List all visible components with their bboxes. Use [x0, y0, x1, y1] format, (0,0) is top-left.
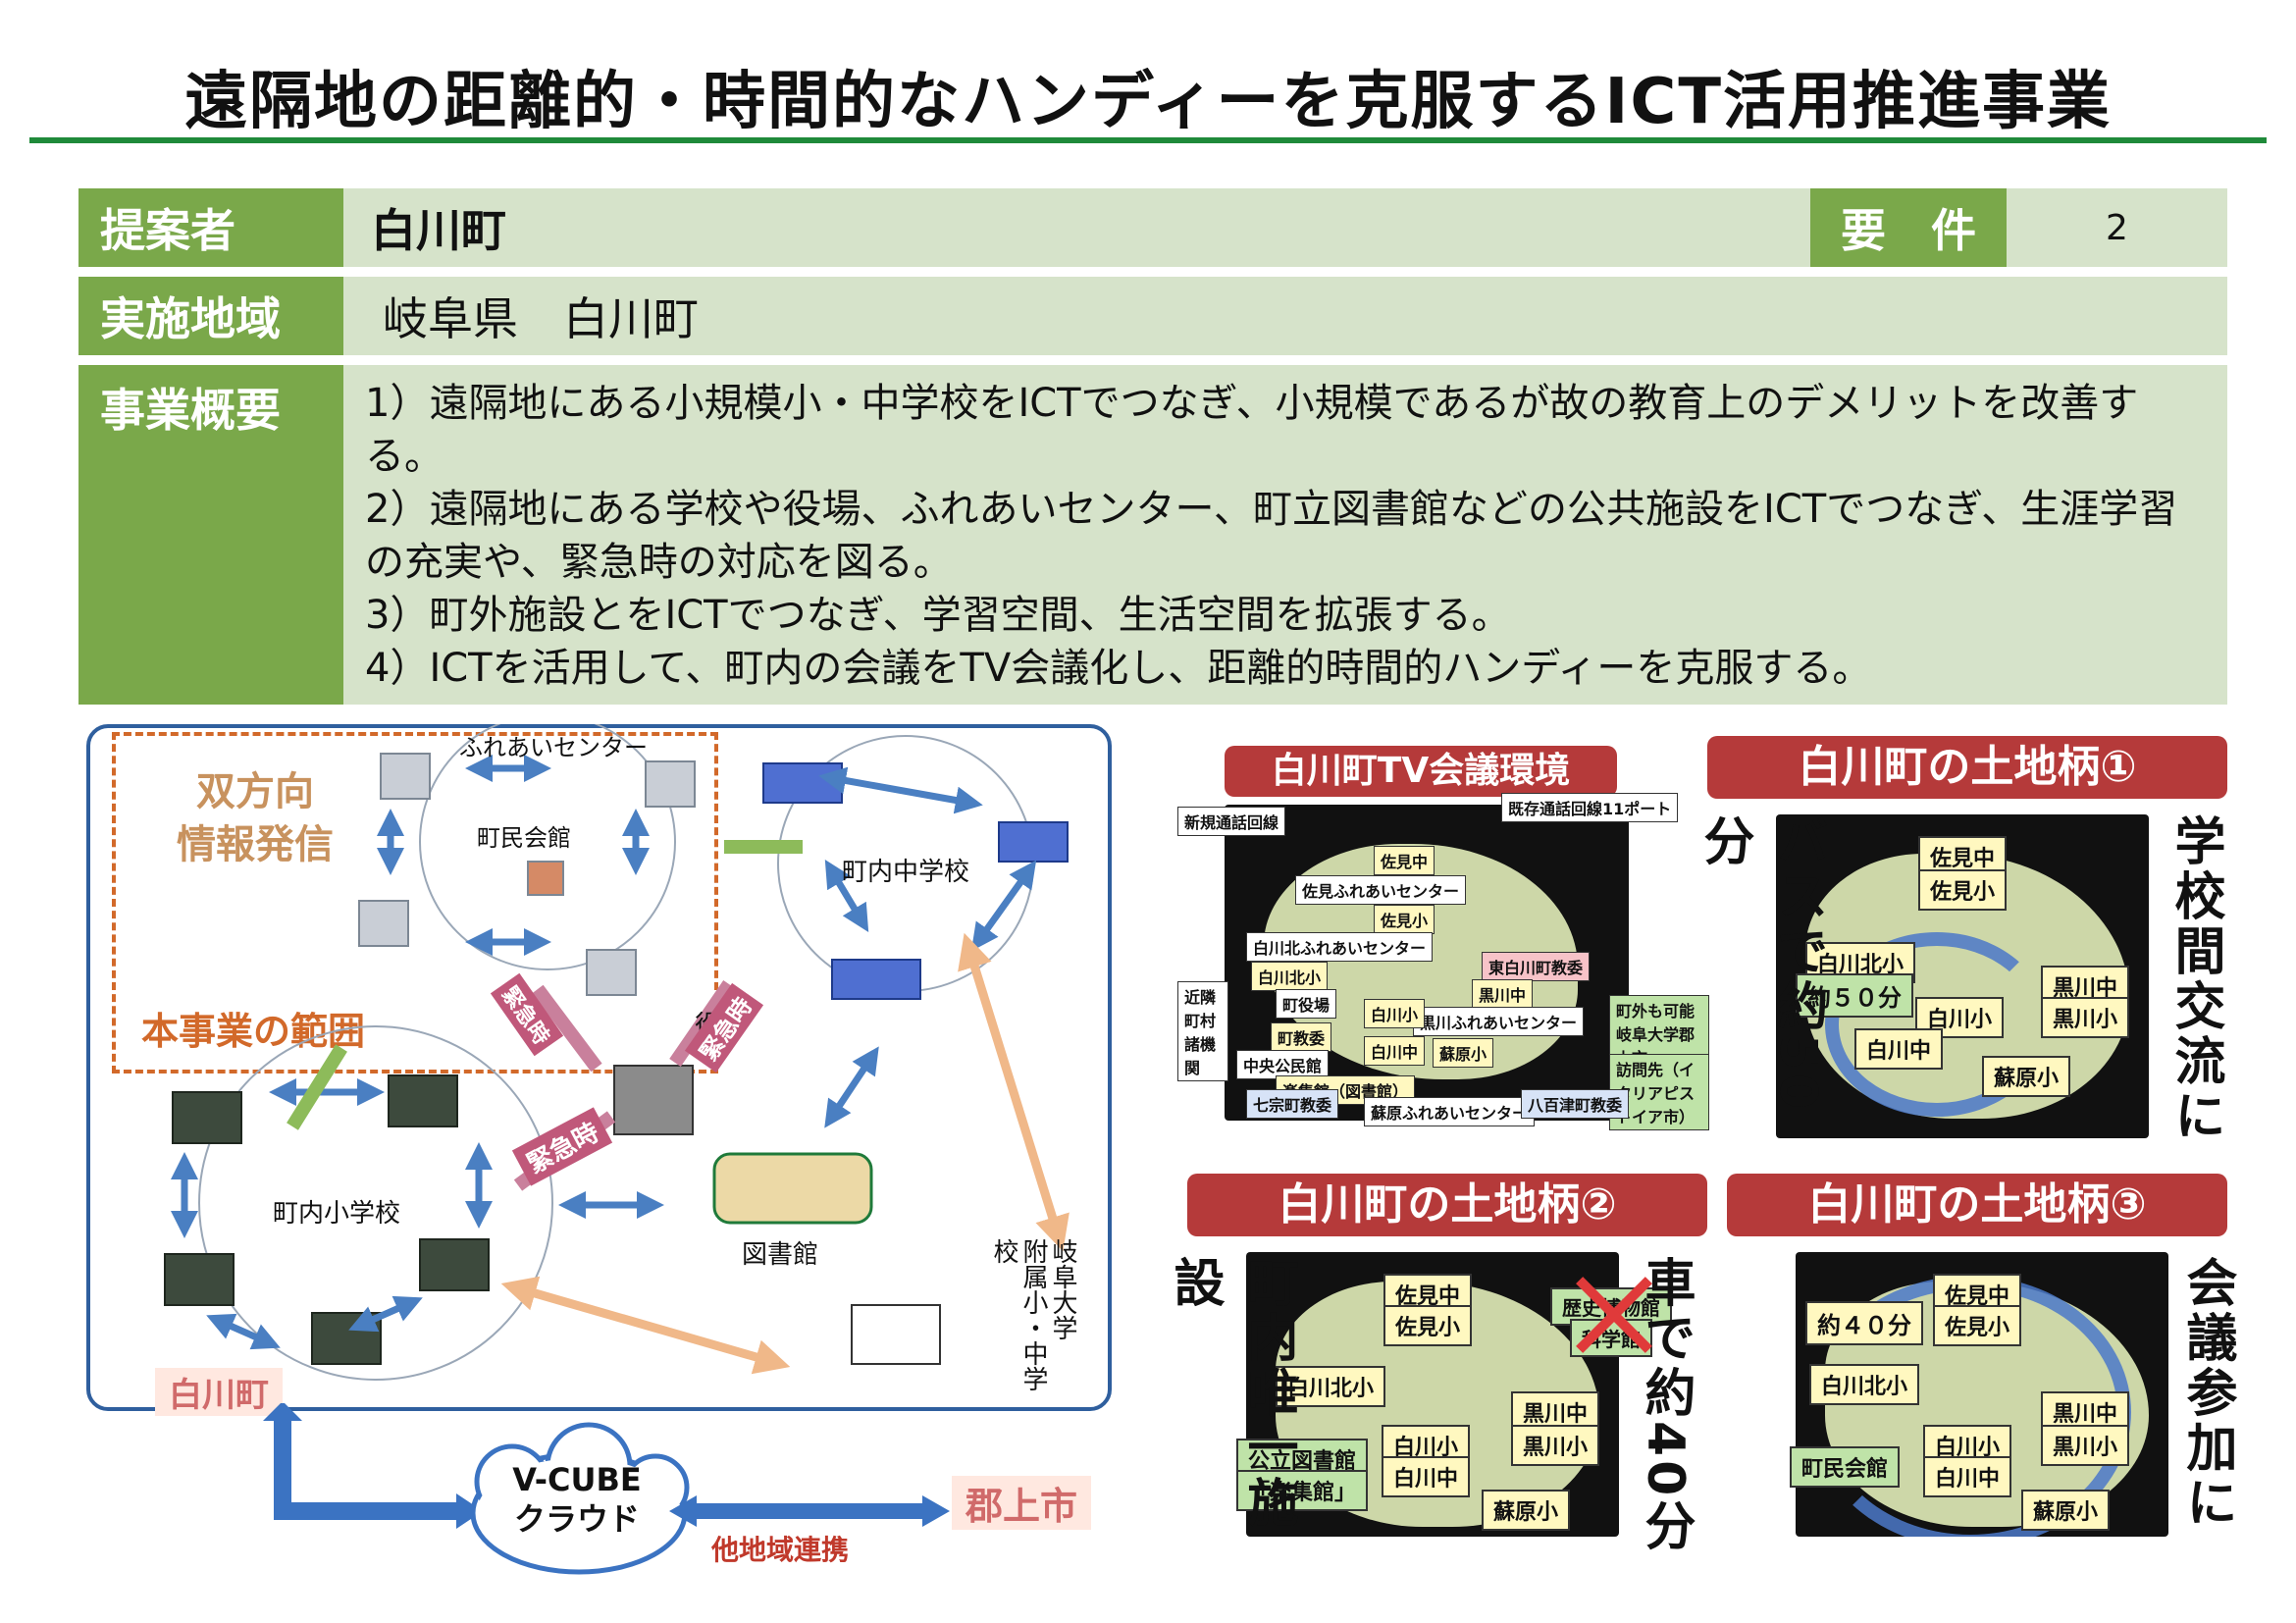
tv-label-sami-es: 佐見小	[1374, 905, 1435, 934]
tv-label-hichiso: 七宗町教委	[1246, 1089, 1339, 1119]
tv-label-existing-line: 既存通話回線11ポート	[1501, 793, 1679, 822]
tv-label-kurokawa-jhs: 黒川中	[1472, 979, 1534, 1009]
tv-panel-header: 白川町TV会議環境	[1225, 746, 1617, 797]
p1-label-travel-time: 約５０分	[1796, 973, 1913, 1018]
p2-label-kurokawa-es: 黒川小	[1511, 1425, 1600, 1466]
tv-label-sami-center: 佐見ふれあいセンター	[1295, 875, 1467, 905]
overview-item-2: 2）遠隔地にある学校や役場、ふれあいセンター、町立図書館などの公共施設をICTで…	[365, 487, 2178, 585]
p3-label-kitashirakawa-es: 白川北小	[1809, 1364, 1920, 1405]
region-value: 岐阜県 白川町	[343, 277, 2227, 355]
p3-label-kurokawa-es: 黒川小	[2041, 1425, 2130, 1466]
tv-label-sobara-es: 蘇原小	[1433, 1038, 1494, 1068]
p1-label-sobara-es: 蘇原小	[1982, 1056, 2071, 1097]
other-region-label: 他地域連携	[711, 1534, 850, 1566]
tv-label-neighbor: 近隣町村諸機関	[1177, 981, 1228, 1081]
land-panel-3-header: 白川町の土地柄③	[1727, 1174, 2227, 1236]
tv-label-yaotsu: 八百津町教委	[1521, 1089, 1630, 1119]
p1-label-shirakawa-jhs: 白川中	[1854, 1028, 1944, 1070]
tv-label-shirakawa-es: 白川小	[1364, 999, 1426, 1028]
p1-left-vertical: バスで約50分	[1695, 814, 1827, 1114]
cloud-link	[263, 1403, 950, 1575]
p3-right-vertical: 会議参加に	[2177, 1256, 2236, 1531]
land-panel-1-header: 白川町の土地柄①	[1707, 736, 2227, 799]
tv-label-central-hall: 中央公民館	[1236, 1050, 1330, 1079]
tv-label-kitashirakawa-center: 白川北ふれあいセンター	[1246, 932, 1434, 962]
p2-label-sobara-es: 蘇原小	[1482, 1490, 1571, 1531]
p2-label-kitashirakawa-es: 白川北小	[1276, 1366, 1386, 1407]
scope-box	[112, 732, 718, 1073]
network-graphic	[164, 724, 1070, 1381]
p1-label-kurokawa-es: 黒川小	[2041, 997, 2130, 1038]
tv-label-town-office: 町役場	[1276, 989, 1337, 1019]
requirement-label: 要 件	[1810, 188, 2007, 267]
title-rule	[29, 137, 2267, 143]
p1-label-sami-es: 佐見小	[1918, 869, 2008, 911]
requirement-value: 2	[2007, 188, 2227, 267]
scope-label: 本事業の範囲	[141, 1010, 366, 1053]
p3-label-sobara-es: 蘇原小	[2021, 1490, 2111, 1531]
town-hall-label: 町民会館	[477, 824, 571, 852]
overview-item-4: 4）ICTを活用して、町内の会議をTV会議化し、距離的時間的ハンディーを克服する…	[365, 646, 1872, 691]
tv-label-kitashirakawa-es: 白川北小	[1251, 962, 1329, 991]
elementary-school-label: 町内小学校	[273, 1199, 401, 1229]
p2-label-gakushukan: 「楽集館」	[1236, 1470, 1369, 1511]
town-label: 白川町	[155, 1368, 283, 1416]
overview-body: 1）遠隔地にある小規模小・中学校をICTでつなぎ、小規模であるが故の教育上のデメ…	[343, 365, 2227, 705]
fureai-center-label: ふれあいセンター	[459, 734, 648, 761]
middle-school-label: 町内中学校	[842, 858, 970, 887]
proposer-value: 白川町	[343, 188, 1810, 267]
tv-panel: 白川町TV会議環境 新規通話回線 既存通話回線11ポート 佐見中 佐見ふれあいセ…	[1177, 736, 1709, 1130]
bidirectional-label: 双方向 情報発信	[177, 769, 334, 867]
p3-label-travel-time: 約４０分	[1805, 1301, 1923, 1345]
library-label: 図書館	[742, 1240, 819, 1270]
land-panel-1: 白川町の土地柄① 佐見中 佐見小 白川北小 約５０分 黒川中 白川小 黒川小 白…	[1695, 736, 2227, 1148]
overview-item-3: 3）町外施設とをICTでつなぎ、学習空間、生活空間を拡張する。	[365, 593, 1511, 638]
university-label: 岐阜大学 附属小・中学校	[989, 1238, 1077, 1391]
p3-label-shirakawa-jhs: 白川中	[1923, 1456, 2012, 1497]
network-diagram: 双方向 情報発信 本事業の範囲	[86, 724, 1112, 1416]
land-panel-3: 白川町の土地柄③ 佐見中 約４０分 佐見小 白川北小 黒川中 白川小 黒川小 町…	[1727, 1174, 2236, 1586]
tv-label-new-line: 新規通話回線	[1177, 807, 1286, 836]
p1-right-vertical: 学校間交流に	[2166, 814, 2224, 1144]
page-title: 遠隔地の距離的・時間的なハンディーを克服するICT活用推進事業	[184, 66, 2112, 138]
p2-label-shirakawa-jhs: 白川中	[1382, 1456, 1471, 1497]
cloud-label: V-CUBE クラウド	[512, 1461, 642, 1538]
p2-label-sami-es: 佐見小	[1383, 1305, 1473, 1346]
overview-item-1: 1）遠隔地にある小規模小・中学校をICTでつなぎ、小規模であるが故の教育上のデメ…	[365, 381, 2139, 479]
tv-label-shirakawa-jhs: 白川中	[1364, 1036, 1426, 1066]
p3-label-town-hall: 町民会館	[1790, 1446, 1901, 1488]
region-label: 実施地域	[78, 277, 343, 355]
land-panel-2: 白川町の土地柄② 佐見中 佐見小 歴史博物館 科学館 白川北小 黒川中 白川小 …	[1158, 1174, 1707, 1586]
tv-label-sobara-center: 蘇原ふれあいセンター	[1364, 1097, 1536, 1126]
gujo-label: 郡上市	[952, 1476, 1092, 1530]
tv-label-higashishirakawa: 東白川町教委	[1482, 952, 1591, 981]
proposer-label: 提案者	[78, 188, 343, 267]
land-panel-2-header: 白川町の土地柄②	[1187, 1174, 1707, 1236]
p2-left-vertical: 町内唯一施設	[1165, 1256, 1297, 1531]
p1-label-shirakawa-es: 白川小	[1915, 997, 2005, 1038]
p3-label-sami-es: 佐見小	[1933, 1305, 2022, 1346]
tv-label-sami-jhs: 佐見中	[1374, 846, 1435, 875]
p2-right-vertical: 車で約40分	[1636, 1256, 1695, 1555]
overview-label: 事業概要	[78, 365, 343, 705]
tv-label-town-board: 町教委	[1271, 1022, 1332, 1052]
tv-label-kurokawa-center: 黒川ふれあいセンター	[1413, 1007, 1585, 1036]
